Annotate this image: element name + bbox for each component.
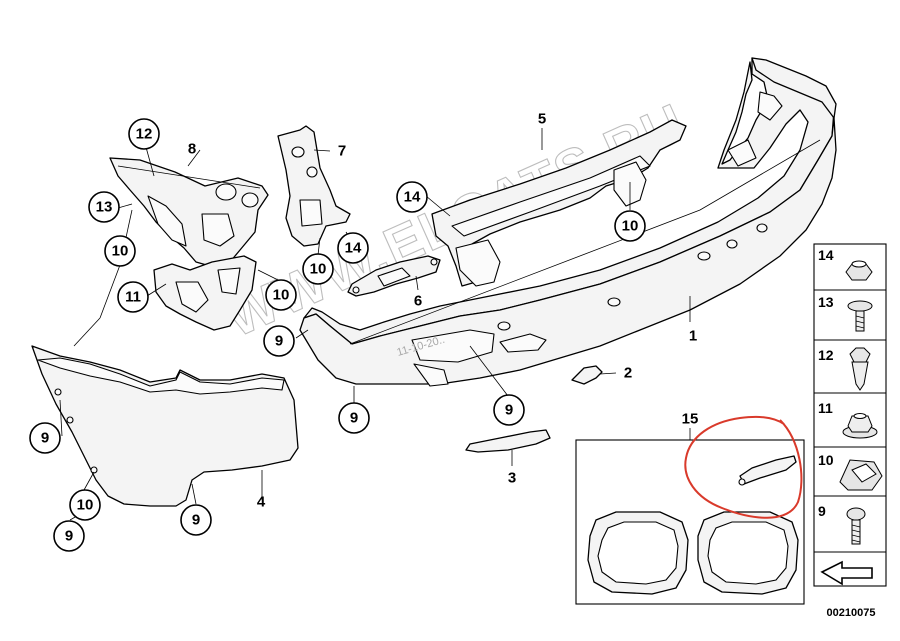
legend-row-11: 11	[818, 400, 878, 439]
fastener-legend: 14 13 12 11	[813, 243, 887, 619]
callout-9-a: 9	[263, 325, 295, 357]
svg-text:9: 9	[275, 333, 283, 350]
callouts: 12 8 7 5 13 14 14 10 10 10 10 11 6 9 1 9…	[29, 111, 699, 552]
svg-text:9: 9	[505, 402, 513, 419]
part-3-reflector	[465, 429, 551, 453]
part-11-bracket	[153, 255, 257, 331]
svg-text:10: 10	[310, 261, 327, 278]
svg-text:14: 14	[818, 247, 834, 263]
callout-10-right: 10	[614, 210, 646, 242]
callout-10-left: 10	[104, 235, 136, 267]
callout-9-c: 9	[493, 394, 525, 426]
callout-2: 2	[624, 365, 632, 382]
callout-8: 8	[188, 141, 196, 158]
part-2-cap	[571, 365, 603, 385]
callout-6: 6	[414, 293, 422, 310]
svg-text:9: 9	[818, 503, 826, 519]
svg-text:14: 14	[404, 189, 421, 206]
svg-text:10: 10	[273, 287, 290, 304]
svg-text:10: 10	[622, 218, 639, 235]
part-1-bumper-panel: 11-10-20..	[299, 57, 837, 387]
callout-14-mid: 14	[337, 232, 369, 264]
part-6-bracket	[347, 255, 441, 297]
clip-nut-icon	[839, 459, 883, 491]
svg-text:9: 9	[65, 528, 73, 545]
callout-7: 7	[338, 143, 346, 160]
document-number: 00210075	[827, 607, 876, 619]
part-8-bracket	[109, 157, 269, 267]
svg-text:10: 10	[77, 497, 94, 514]
exhaust-bezel-left	[587, 511, 689, 595]
svg-text:9: 9	[192, 512, 200, 529]
arrow-icon	[820, 560, 873, 586]
callout-13: 13	[88, 191, 120, 223]
callout-5: 5	[538, 111, 546, 128]
legend-row-13: 13	[818, 294, 873, 332]
legend-row-14: 14	[818, 247, 873, 281]
svg-text:9: 9	[350, 410, 358, 427]
svg-text:12: 12	[136, 126, 153, 143]
svg-text:10: 10	[112, 243, 129, 260]
callout-9-e: 9	[53, 520, 85, 552]
svg-text:10: 10	[818, 452, 834, 468]
svg-text:12: 12	[818, 347, 834, 363]
screw-icon	[847, 300, 873, 332]
hex-nut-icon	[842, 413, 878, 439]
svg-text:13: 13	[818, 294, 834, 310]
callout-14-upper: 14	[396, 181, 428, 213]
callout-4: 4	[257, 494, 266, 511]
callout-12: 12	[128, 118, 160, 150]
callout-11: 11	[117, 281, 149, 313]
svg-text:13: 13	[96, 199, 113, 216]
callout-10-low: 10	[69, 489, 101, 521]
part-4-corner-panel	[31, 345, 299, 507]
svg-text:14: 14	[345, 240, 362, 257]
svg-text:9: 9	[41, 430, 49, 447]
callout-3: 3	[508, 470, 516, 487]
small-bracket-part-15	[738, 455, 797, 486]
self-tapping-screw-icon	[846, 507, 866, 545]
expanding-rivet-icon	[849, 347, 871, 391]
callout-15: 15	[682, 411, 699, 428]
legend-row-10: 10	[818, 452, 883, 491]
part-7-bracket	[277, 125, 351, 247]
part-5-carrier	[431, 119, 687, 287]
highlight-circle	[684, 415, 803, 519]
nut-icon	[845, 260, 873, 281]
exhaust-bezel-right	[697, 511, 799, 595]
callout-1: 1	[689, 328, 697, 345]
part-15-box	[575, 439, 805, 605]
legend-row-12: 12	[818, 347, 871, 391]
svg-text:11: 11	[818, 400, 833, 416]
callout-9-f: 9	[180, 504, 212, 536]
svg-text:11: 11	[125, 289, 141, 306]
callout-10-bracket: 10	[265, 279, 297, 311]
callout-9-b: 9	[338, 402, 370, 434]
legend-row-9: 9	[818, 503, 866, 545]
callout-9-d: 9	[29, 422, 61, 454]
callout-10-mid: 10	[302, 253, 334, 285]
